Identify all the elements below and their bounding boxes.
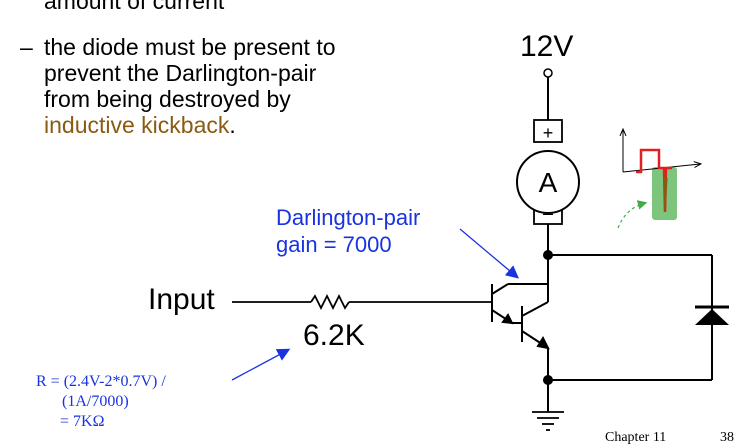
darlington-pointer-arrow [459,228,519,279]
flyback-diode [695,305,729,325]
bullet-line-4: inductive kickback. [44,112,336,138]
resistance-formula: R = (2.4V-2*0.7V) / (1A/7000) = 7KΩ [36,372,166,432]
bullet-line-4-end: . [229,112,236,138]
formula-line-1: R = (2.4V-2*0.7V) / [36,373,166,390]
inductive-kickback-link[interactable]: inductive kickback [44,112,230,138]
supply-terminal [543,68,553,78]
voltage-label: 12V [520,30,574,63]
formula-line-2: (1A/7000) [62,393,129,410]
motor-plus: + [543,123,554,143]
input-label: Input [148,283,215,316]
ground-icon [532,411,564,431]
footer-chapter: Chapter 11 [605,430,667,445]
resistor-symbol [310,293,350,311]
motor-symbol [516,119,580,225]
bullet-line-3: from being destroyed by [44,86,291,112]
darlington-line-2: gain = 7000 [276,232,392,257]
formula-pointer-arrow [231,348,291,381]
resistor-label: 6.2K [303,319,365,352]
motor-minus: – [543,203,553,223]
bullet-line-1: the diode must be present to [44,34,336,60]
darlington-label: Darlington-pair gain = 7000 [276,204,420,258]
footer-page-number: 38 [720,430,734,445]
bullet-line-2: prevent the Darlington-pair [44,60,317,86]
top-fragment: amount of current [44,0,225,14]
formula-line-3: = 7KΩ [60,413,105,430]
kickback-waveform-icon [617,130,700,229]
darlington-transistor-pair [491,283,550,380]
bullet-body: the diode must be present to prevent the… [44,34,336,138]
bullet-dash: – [20,34,33,60]
motor-label: A [539,167,558,198]
darlington-line-1: Darlington-pair [276,205,421,230]
